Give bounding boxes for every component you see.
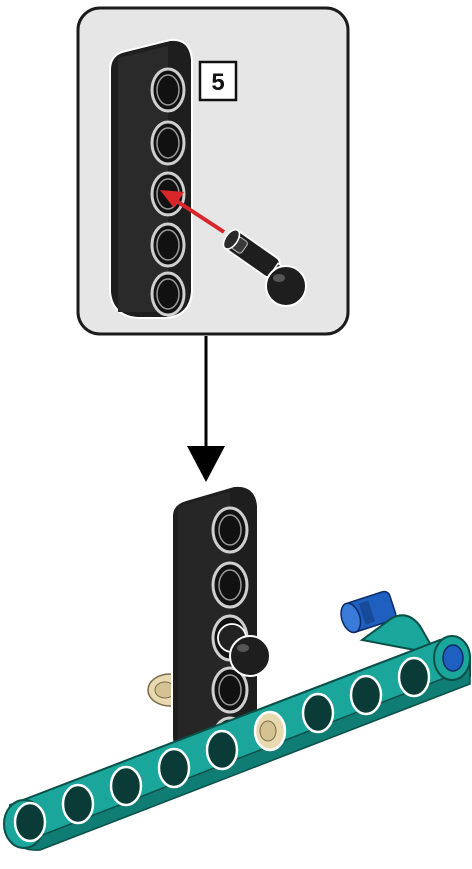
beam-hole <box>111 767 141 805</box>
step-number: 5 <box>211 69 224 96</box>
beam-hole <box>399 658 429 696</box>
beam-hole <box>159 749 189 787</box>
beam-hole <box>207 731 237 769</box>
beam-hole <box>303 694 333 732</box>
connector-arrow <box>187 336 225 482</box>
callout-box: 5 <box>78 8 348 334</box>
beam-hole <box>15 803 45 841</box>
main-assembly <box>4 486 470 850</box>
beam-hole <box>63 785 93 823</box>
beam-hole <box>351 676 381 714</box>
step-number-badge: 5 <box>200 62 236 100</box>
callout-black-beam <box>110 40 192 318</box>
